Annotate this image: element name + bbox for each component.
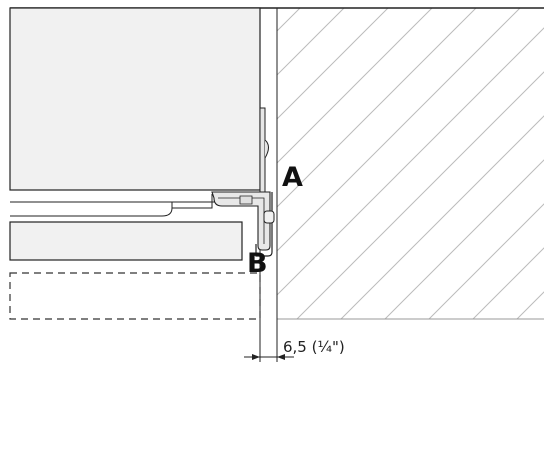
- label-a: A: [282, 162, 303, 193]
- dashed-outline: [9, 272, 261, 320]
- bracket-screw: [263, 210, 275, 224]
- dimension-label: 6,5 (¼"): [283, 338, 345, 356]
- bracket-tab: [239, 195, 253, 205]
- rail-lower: [10, 202, 173, 217]
- wall-hatched-section: [277, 8, 544, 319]
- upper-panel: [9, 7, 261, 191]
- label-b: B: [247, 248, 268, 279]
- bracket-inner-line: [218, 197, 265, 244]
- rail-connector: [172, 194, 213, 209]
- bracket-outer-edge: [255, 192, 273, 257]
- mounting-knob: [264, 139, 269, 159]
- lower-panel: [9, 221, 243, 261]
- dimension-marker: [244, 354, 294, 360]
- mounting-plate: [259, 107, 266, 197]
